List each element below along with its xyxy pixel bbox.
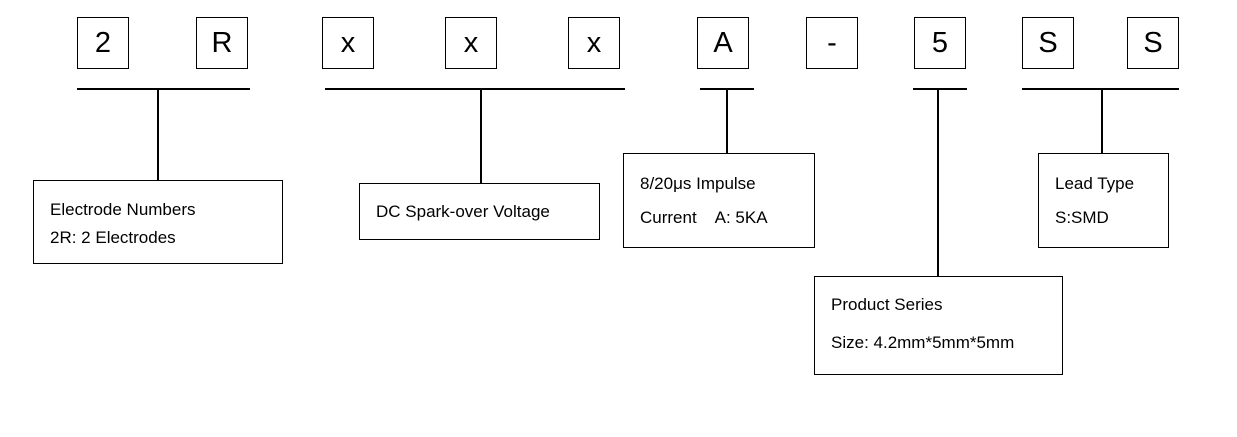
connector-series (937, 88, 939, 276)
code-box-electrode-digit: 2 (77, 17, 129, 69)
code-char: - (827, 26, 837, 59)
code-char: 5 (931, 26, 949, 59)
code-box-impulse: A (697, 17, 749, 69)
code-box-voltage-2: x (445, 17, 497, 69)
product-series-size: Size: 4.2mm*5mm*5mm (831, 333, 1015, 352)
spark-over-voltage-box: DC Spark-over Voltage (359, 183, 600, 240)
code-char: x (340, 26, 356, 59)
code-char: x (463, 26, 479, 59)
lead-type-title: Lead Type (1055, 174, 1135, 193)
impulse-current-title: 8/20μs Impulse (640, 174, 756, 193)
code-char: S (1038, 26, 1058, 59)
impulse-current-box: 8/20μs Impulse Current A: 5KA (623, 153, 815, 248)
connector-electrode (157, 88, 159, 180)
code-char: S (1143, 26, 1163, 59)
lead-type-value: S:SMD (1055, 208, 1109, 227)
code-box-dash: - (806, 17, 858, 69)
spark-over-voltage-title: DC Spark-over Voltage (376, 202, 550, 221)
electrode-numbers-box: Electrode Numbers 2R: 2 Electrodes (33, 180, 283, 264)
code-char: 2 (94, 26, 112, 59)
code-box-lead-1: S (1022, 17, 1074, 69)
product-series-box: Product Series Size: 4.2mm*5mm*5mm (814, 276, 1063, 375)
connector-lead (1101, 88, 1103, 153)
code-char: A (713, 26, 733, 59)
code-box-series: 5 (914, 17, 966, 69)
electrode-numbers-value: 2R: 2 Electrodes (50, 228, 176, 247)
code-box-voltage-1: x (322, 17, 374, 69)
code-box-electrode-letter: R (196, 17, 248, 69)
code-char: R (211, 26, 233, 59)
product-series-title: Product Series (831, 295, 943, 314)
impulse-current-value: Current A: 5KA (640, 208, 768, 227)
connector-voltage (480, 88, 482, 183)
underline-lead (1022, 88, 1179, 90)
connector-impulse (726, 88, 728, 153)
electrode-numbers-title: Electrode Numbers (50, 200, 196, 219)
code-box-lead-2: S (1127, 17, 1179, 69)
underline-series (913, 88, 967, 90)
underline-electrode (77, 88, 250, 90)
lead-type-box: Lead Type S:SMD (1038, 153, 1169, 248)
underline-voltage (325, 88, 625, 90)
code-char: x (586, 26, 602, 59)
code-box-voltage-3: x (568, 17, 620, 69)
